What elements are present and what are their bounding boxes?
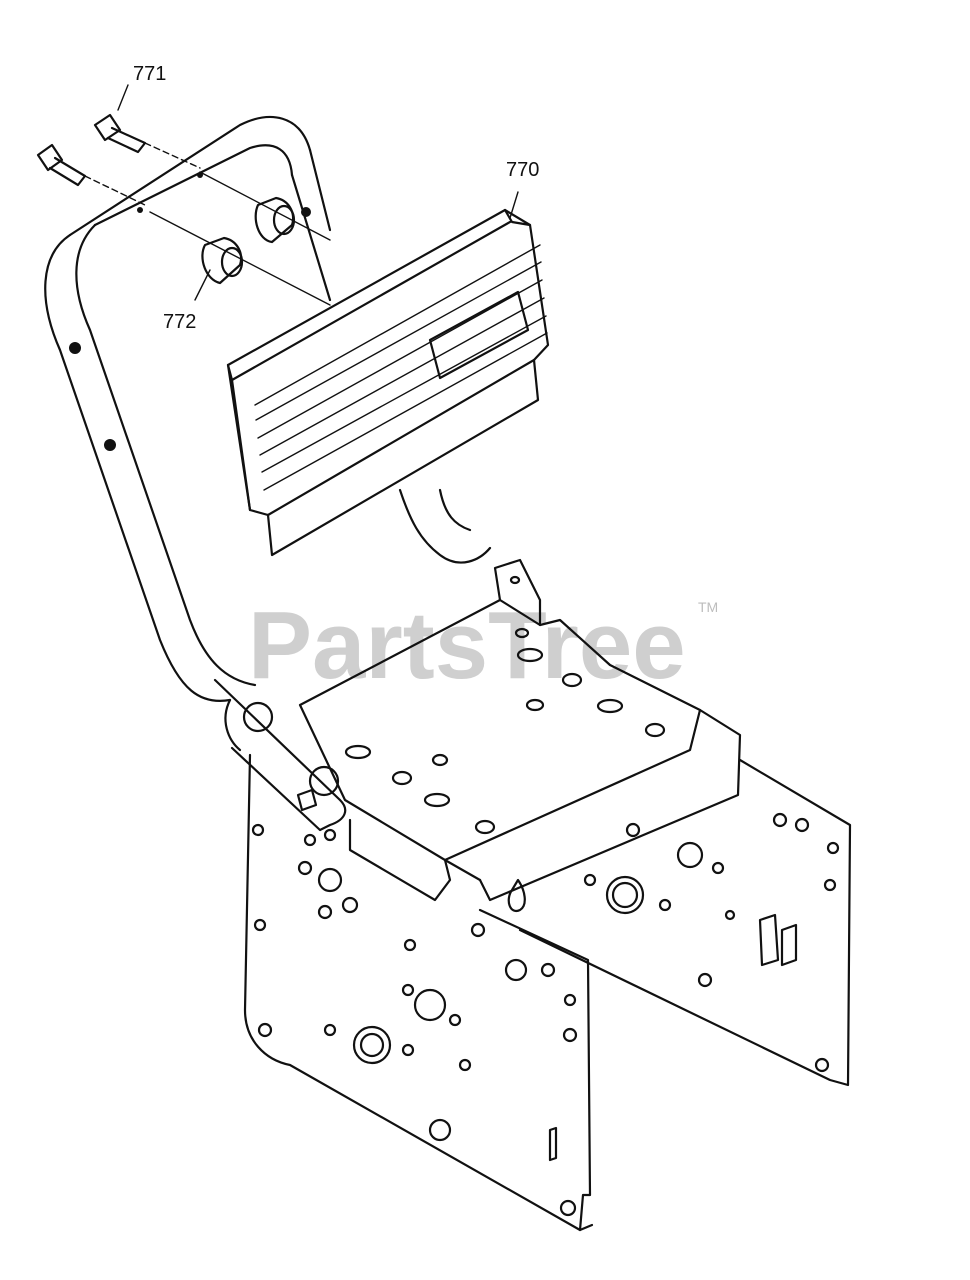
watermark-trademark: TM xyxy=(698,599,718,615)
callout-771: 771 xyxy=(133,63,166,85)
pivot-nut xyxy=(308,765,340,797)
watermark-text: PartsTree xyxy=(248,592,686,699)
lower-chassis xyxy=(243,558,852,1232)
panel-label-area xyxy=(428,290,530,380)
panel-770 xyxy=(226,191,550,557)
spacer-772 xyxy=(149,171,331,306)
frame-hole xyxy=(69,342,81,354)
pivot-nut xyxy=(242,701,274,733)
bolt-771 xyxy=(36,84,201,206)
callout-772: 772 xyxy=(163,311,196,333)
callout-770: 770 xyxy=(506,159,539,181)
handle-frame xyxy=(44,115,492,832)
frame-hole xyxy=(104,439,116,451)
frame-hole xyxy=(137,207,143,213)
